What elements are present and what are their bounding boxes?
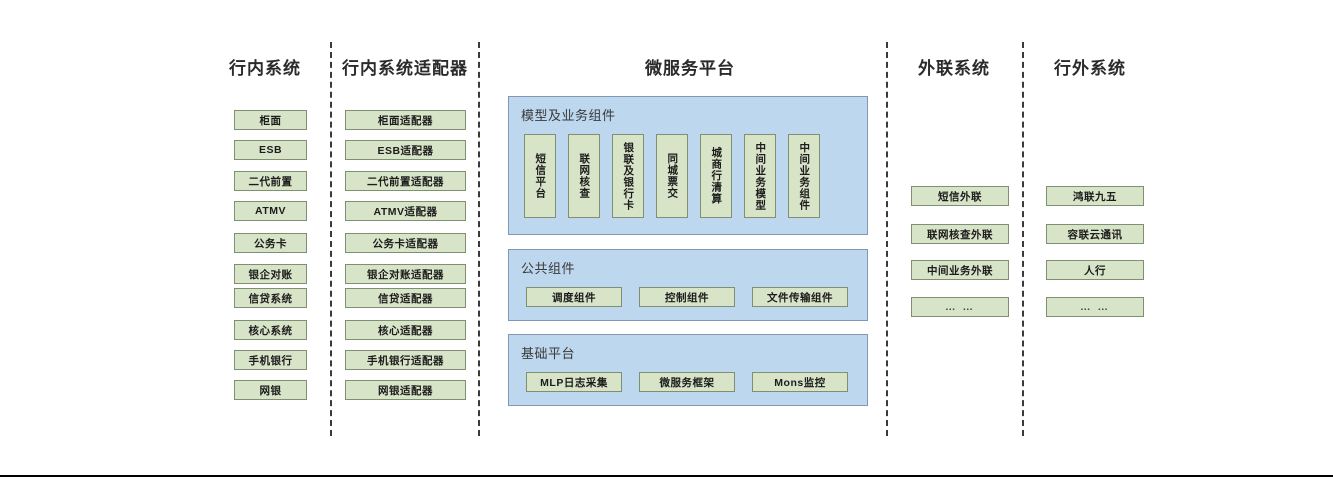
- vnode-model-5-label: 城商行清算: [710, 147, 723, 205]
- column-header-external-link-systems: 外联系统: [918, 59, 990, 78]
- node-internal-3[interactable]: 二代前置: [234, 171, 307, 191]
- node-public-1[interactable]: 调度组件: [526, 287, 622, 307]
- node-internal-4[interactable]: ATMV: [234, 201, 307, 221]
- panel-base-platform: 基础平台: [508, 334, 868, 406]
- node-internal-9[interactable]: 手机银行: [234, 350, 307, 370]
- node-public-3[interactable]: 文件传输组件: [752, 287, 848, 307]
- panel-title-base-platform: 基础平台: [521, 346, 576, 361]
- vnode-model-2-label: 联网核查: [578, 153, 591, 199]
- node-internal-7[interactable]: 信贷系统: [234, 288, 307, 308]
- vnode-model-3-label: 银联及银行卡: [622, 141, 635, 211]
- node-base-1[interactable]: MLP日志采集: [526, 372, 622, 392]
- node-outside-1[interactable]: 鸿联九五: [1046, 186, 1144, 206]
- node-adapter-3[interactable]: 二代前置适配器: [345, 171, 466, 191]
- node-external-4[interactable]: … …: [911, 297, 1009, 317]
- node-internal-10[interactable]: 网银: [234, 380, 307, 400]
- column-header-internal-system-adapters: 行内系统适配器: [342, 59, 468, 78]
- vnode-model-5[interactable]: 城商行清算: [700, 134, 732, 218]
- node-public-2[interactable]: 控制组件: [639, 287, 735, 307]
- node-adapter-9[interactable]: 手机银行适配器: [345, 350, 466, 370]
- vnode-model-7[interactable]: 中间业务组件: [788, 134, 820, 218]
- node-adapter-7[interactable]: 信贷适配器: [345, 288, 466, 308]
- node-internal-5[interactable]: 公务卡: [234, 233, 307, 253]
- column-header-internal-systems: 行内系统: [229, 59, 301, 78]
- node-base-3[interactable]: Mons监控: [752, 372, 848, 392]
- node-outside-4[interactable]: … …: [1046, 297, 1144, 317]
- node-external-3[interactable]: 中间业务外联: [911, 260, 1009, 280]
- vnode-model-4-label: 同城票交: [666, 153, 679, 199]
- node-internal-1[interactable]: 柜面: [234, 110, 307, 130]
- column-divider-3: [886, 42, 888, 436]
- node-adapter-6[interactable]: 银企对账适配器: [345, 264, 466, 284]
- column-header-microservice-platform: 微服务平台: [645, 59, 735, 78]
- node-outside-3[interactable]: 人行: [1046, 260, 1144, 280]
- node-adapter-4[interactable]: ATMV适配器: [345, 201, 466, 221]
- page-bottom-rule: [0, 475, 1333, 477]
- vnode-model-2[interactable]: 联网核查: [568, 134, 600, 218]
- vnode-model-6-label: 中间业务模型: [754, 141, 767, 211]
- node-adapter-5[interactable]: 公务卡适配器: [345, 233, 466, 253]
- vnode-model-4[interactable]: 同城票交: [656, 134, 688, 218]
- node-internal-6[interactable]: 银企对账: [234, 264, 307, 284]
- node-adapter-10[interactable]: 网银适配器: [345, 380, 466, 400]
- column-divider-1: [330, 42, 332, 436]
- vnode-model-1-label: 短信平台: [534, 153, 547, 199]
- node-external-1[interactable]: 短信外联: [911, 186, 1009, 206]
- node-base-2[interactable]: 微服务框架: [639, 372, 735, 392]
- node-adapter-1[interactable]: 柜面适配器: [345, 110, 466, 130]
- vnode-model-1[interactable]: 短信平台: [524, 134, 556, 218]
- panel-public-components: 公共组件: [508, 249, 868, 321]
- panel-title-public-components: 公共组件: [521, 261, 576, 276]
- vnode-model-6[interactable]: 中间业务模型: [744, 134, 776, 218]
- node-adapter-8[interactable]: 核心适配器: [345, 320, 466, 340]
- node-external-2[interactable]: 联网核查外联: [911, 224, 1009, 244]
- column-divider-4: [1022, 42, 1024, 436]
- node-internal-8[interactable]: 核心系统: [234, 320, 307, 340]
- node-internal-2[interactable]: ESB: [234, 140, 307, 160]
- panel-title-model-business-components: 模型及业务组件: [521, 108, 616, 123]
- vnode-model-3[interactable]: 银联及银行卡: [612, 134, 644, 218]
- vnode-model-7-label: 中间业务组件: [798, 141, 811, 211]
- node-adapter-2[interactable]: ESB适配器: [345, 140, 466, 160]
- node-outside-2[interactable]: 容联云通讯: [1046, 224, 1144, 244]
- column-divider-2: [478, 42, 480, 436]
- column-header-outside-bank-systems: 行外系统: [1054, 59, 1126, 78]
